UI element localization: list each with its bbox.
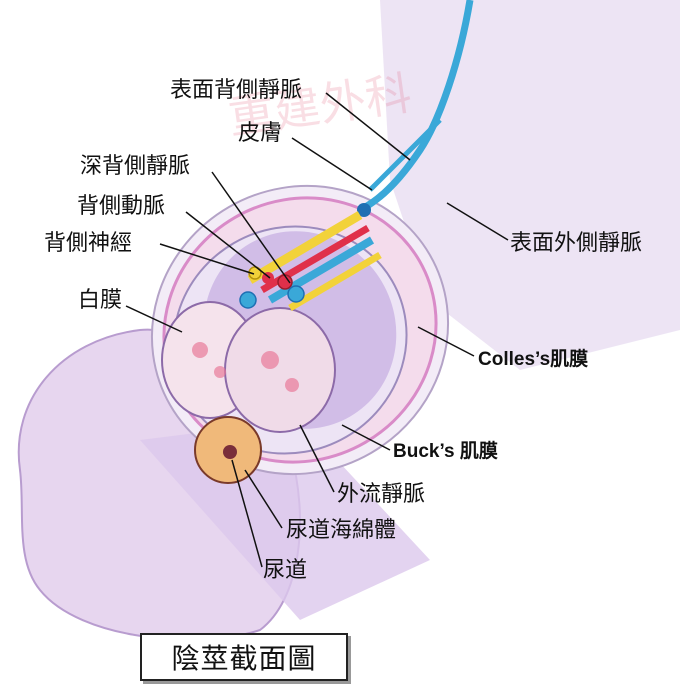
shaft-background [380, 0, 680, 370]
label-dorsal-nerve: 背側神經 [44, 231, 133, 256]
superficial-dorsal-vein-vessel [358, 0, 474, 214]
left-vein-dot [239, 291, 257, 309]
label-colles-fascia: Colles’s肌膜 [478, 349, 589, 370]
leader-bucks-fascia [341, 424, 391, 451]
leader-tunica-albuginea [125, 305, 183, 333]
leader-superficial-external-vein [446, 202, 509, 241]
label-urethra: 尿道 [263, 558, 308, 583]
nerve-band [247, 211, 363, 284]
label-efferent-vein: 外流靜脈 [337, 482, 426, 507]
leader-colles-fascia [417, 326, 475, 357]
label-superficial-dorsal-vein: 表面背側靜脈 [170, 78, 303, 103]
label-bucks-fascia: Buck’s 肌膜 [393, 441, 498, 462]
urethra-lumen [223, 445, 237, 459]
label-superficial-external-vein: 表面外側靜脈 [510, 231, 643, 256]
nerve-band-lower [288, 251, 382, 312]
leader-corpus-spongiosum [244, 469, 283, 529]
leader-dorsal-nerve [159, 243, 255, 275]
leader-deep-dorsal-vein [211, 171, 291, 284]
left-cavernous-spot-2 [214, 366, 226, 378]
right-corpus-cavernosum [224, 307, 336, 433]
right-vein-dot [287, 285, 305, 303]
superficial-vein-dot [357, 203, 371, 217]
title-box: 陰莖截面圖 [140, 633, 348, 681]
label-tunica-albuginea: 白膜 [78, 288, 123, 313]
right-cavernous-spot-2 [285, 378, 299, 392]
diagram-title: 陰莖截面圖 [171, 642, 317, 675]
leader-urethra [231, 459, 263, 568]
right-cavernous-spot-1 [261, 351, 279, 369]
leader-dorsal-artery [185, 211, 271, 279]
superficial-vein-branch [368, 118, 442, 192]
left-cavernous-spot-1 [192, 342, 208, 358]
leader-superficial-dorsal-vein [325, 92, 411, 161]
label-corpus-spongiosum: 尿道海綿體 [286, 518, 397, 543]
deep-vein-band [267, 236, 375, 304]
label-dorsal-artery: 背側動脈 [77, 194, 166, 219]
label-deep-dorsal-vein: 深背側靜脈 [80, 154, 191, 179]
label-skin: 皮膚 [238, 121, 283, 146]
leader-skin [291, 137, 373, 191]
leader-efferent-vein [299, 424, 335, 493]
